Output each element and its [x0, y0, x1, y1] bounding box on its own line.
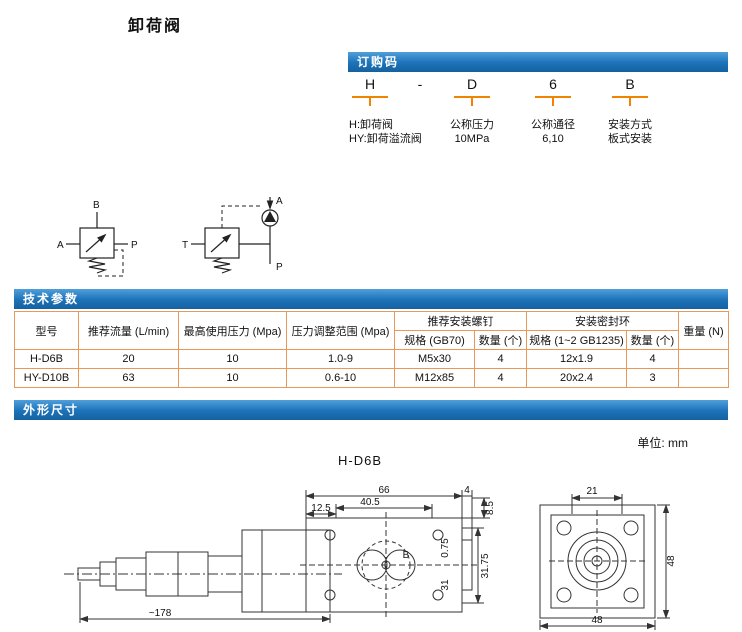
- port-b-label: B: [403, 550, 410, 561]
- cell-seal-spec: 20x2.4: [526, 368, 627, 388]
- cell-pressure-range: 1.0-9: [286, 349, 395, 369]
- tech-params-header: 技术参数: [14, 289, 728, 309]
- dim-66-label: 66: [378, 485, 390, 496]
- hydraulic-schematics: A B P T A P: [57, 196, 283, 277]
- side-view: [64, 529, 342, 613]
- ordering-section-header: 订购码: [348, 52, 728, 72]
- col-header-model: 型号: [14, 311, 79, 350]
- col-header-flow: 推荐流量 (L/min): [78, 311, 179, 350]
- end-view-dim-lines: [539, 494, 670, 630]
- code-desc-d-line1: 公称压力: [450, 119, 494, 131]
- code-desc-d: 公称压力 10MPa: [427, 118, 517, 146]
- unit-note: 单位: mm: [637, 436, 688, 450]
- cell-screw-qty: 4: [474, 368, 527, 388]
- col-header-screw-spec: 规格 (GB70): [394, 330, 475, 350]
- code-desc-h-line1: H:卸荷阀: [349, 119, 393, 131]
- front-view: [300, 512, 478, 620]
- dim-31-label: 31: [440, 579, 451, 591]
- cell-weight: [678, 368, 729, 388]
- dim-48-right-label: 48: [666, 555, 677, 567]
- dim-12-5-label: 12.5: [311, 503, 331, 514]
- port-label-p: P: [131, 240, 138, 251]
- code-desc-b: 安装方式 板式安装: [585, 118, 675, 146]
- port-label-p2: P: [276, 262, 283, 273]
- code-separator: -: [417, 76, 423, 92]
- code-desc-6-line1: 公称通径: [531, 119, 575, 131]
- code-desc-d-line2: 10MPa: [454, 133, 490, 145]
- dim-21-label: 21: [586, 486, 598, 497]
- dim-8-5-label: 8.5: [485, 501, 496, 515]
- cell-screw-spec: M12x85: [394, 368, 475, 388]
- cell-model: HY-D10B: [14, 368, 79, 388]
- symbol2-port-labels: T A P: [182, 196, 283, 273]
- cell-model: H-D6B: [14, 349, 79, 369]
- code-letter-d: D: [466, 76, 478, 92]
- cell-screw-qty: 4: [474, 349, 527, 369]
- page-title: 卸荷阀: [128, 18, 183, 35]
- dimension-drawing: ~178 66 4 40.5 12.5 8.5 0.75 31 31.75 21…: [64, 485, 677, 630]
- unloading-relief-valve-symbol: [191, 197, 279, 274]
- col-header-seal-qty: 数量 (个): [626, 330, 679, 350]
- code-letter-b: B: [625, 76, 635, 92]
- port-label-b: B: [93, 200, 100, 211]
- cell-seal-qty: 3: [626, 368, 679, 388]
- dim-0-75-label: 0.75: [440, 538, 451, 558]
- cell-seal-qty: 4: [626, 349, 679, 369]
- cell-pressure-range: 0.6-10: [286, 368, 395, 388]
- cell-screw-spec: M5x30: [394, 349, 475, 369]
- code-tick-b: [612, 96, 648, 106]
- code-desc-b-line2: 板式安装: [608, 133, 652, 145]
- cell-flow: 20: [78, 349, 179, 369]
- cell-max-pressure: 10: [178, 368, 287, 388]
- cell-weight: [678, 349, 729, 369]
- code-desc-6: 公称通径 6,10: [508, 118, 598, 146]
- code-tick-h: [352, 96, 388, 106]
- drawing-model-label: H-D6B: [338, 453, 383, 468]
- dimensions-header: 外形尺寸: [14, 400, 728, 420]
- unloading-valve-symbol: [66, 212, 128, 277]
- col-header-seals-group: 安装密封环: [526, 311, 679, 331]
- col-header-max-pressure: 最高使用压力 (Mpa): [178, 311, 287, 350]
- symbol1-port-labels: A B P: [57, 200, 138, 251]
- dim-48-bottom-label: 48: [591, 615, 603, 626]
- port-label-a2: A: [276, 196, 283, 207]
- code-desc-h: H:卸荷阀 HY:卸荷溢流阀: [349, 118, 449, 146]
- col-header-pressure-range: 压力调整范围 (Mpa): [286, 311, 395, 350]
- port-label-a: A: [57, 240, 64, 251]
- col-header-screw-qty: 数量 (个): [474, 330, 527, 350]
- code-letter-6: 6: [549, 76, 557, 92]
- code-desc-6-line2: 6,10: [542, 133, 564, 145]
- dim-4-label: 4: [464, 485, 470, 496]
- front-view-dim-lines: [305, 490, 490, 604]
- col-header-weight: 重量 (N): [678, 311, 729, 350]
- table-row: H-D6B 20 10 1.0-9 M5x30 4 12x1.9 4: [14, 349, 729, 369]
- cell-seal-spec: 12x1.9: [526, 349, 627, 369]
- code-desc-h-line2: HY:卸荷溢流阀: [349, 133, 422, 145]
- dim-labels: ~178 66 4 40.5 12.5 8.5 0.75 31 31.75 21…: [149, 485, 677, 626]
- col-header-seal-spec: 规格 (1~2 GB1235): [526, 330, 627, 350]
- col-header-screws-group: 推荐安装螺钉: [394, 311, 527, 331]
- table-row: HY-D10B 63 10 0.6-10 M12x85 4 20x2.4 3: [14, 368, 729, 388]
- dim-40-5-label: 40.5: [360, 497, 380, 508]
- code-tick-d: [454, 96, 490, 106]
- port-label-t: T: [182, 240, 188, 251]
- code-tick-6: [535, 96, 571, 106]
- dim-178-lines: [79, 582, 331, 623]
- cell-max-pressure: 10: [178, 349, 287, 369]
- dim-178-label: ~178: [149, 608, 172, 619]
- tech-params-table: 型号 推荐流量 (L/min) 最高使用压力 (Mpa) 压力调整范围 (Mpa…: [14, 311, 729, 388]
- dim-31-75-label: 31.75: [480, 553, 491, 578]
- end-view: [539, 504, 656, 619]
- code-letter-h: H: [364, 76, 376, 92]
- cell-flow: 63: [78, 368, 179, 388]
- code-desc-b-line1: 安装方式: [608, 119, 652, 131]
